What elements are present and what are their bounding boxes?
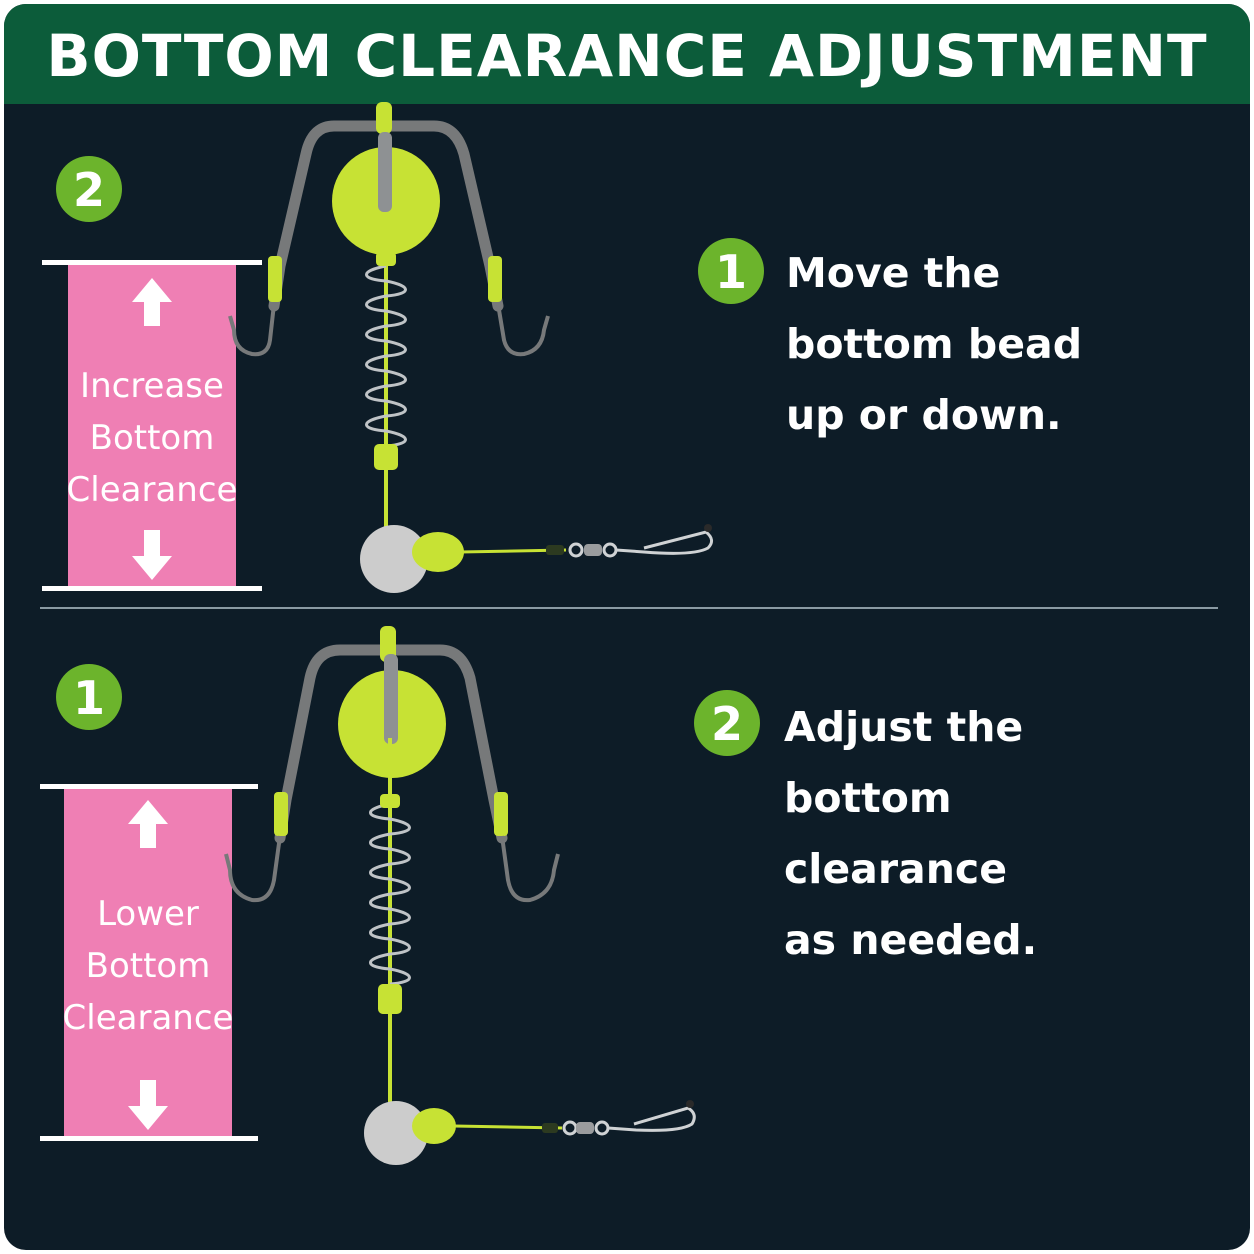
page-title: BOTTOM CLEARANCE ADJUSTMENT bbox=[46, 22, 1208, 90]
arrow-down-icon bbox=[132, 530, 172, 580]
section-divider bbox=[40, 607, 1218, 609]
step-line: Move the bbox=[786, 249, 1001, 297]
top-limit-line bbox=[40, 784, 258, 789]
panel-line: Clearance bbox=[62, 998, 234, 1038]
step-line: bottom bbox=[784, 774, 952, 822]
step-one-badge: 1 bbox=[698, 238, 764, 304]
top-limit-line bbox=[42, 260, 262, 265]
step-line: as needed. bbox=[784, 916, 1038, 964]
step-line: bottom bead bbox=[786, 320, 1083, 368]
title-banner: BOTTOM CLEARANCE ADJUSTMENT bbox=[4, 4, 1250, 104]
bottom-step-badge: 1 bbox=[56, 664, 122, 730]
panel-line: Lower bbox=[97, 894, 199, 934]
panel-line: Clearance bbox=[66, 470, 238, 510]
top-step-badge: 2 bbox=[56, 156, 122, 222]
infographic-frame: BOTTOM CLEARANCE ADJUSTMENT 2 Increase B… bbox=[4, 4, 1250, 1250]
panel-line: Bottom bbox=[89, 418, 215, 458]
step-line: up or down. bbox=[786, 391, 1062, 439]
panel-line: Increase bbox=[80, 366, 224, 406]
arrow-down-icon bbox=[128, 1080, 168, 1130]
step-two-badge: 2 bbox=[694, 690, 760, 756]
bottom-limit-line bbox=[40, 1136, 258, 1141]
bottom-limit-line bbox=[42, 586, 262, 591]
bottom-rig bbox=[224, 626, 696, 1165]
panel-line: Bottom bbox=[85, 946, 211, 986]
step-line: clearance bbox=[784, 845, 1008, 893]
step-one-text: Move the bottom bead up or down. bbox=[786, 238, 1206, 451]
increase-clearance-label: Increase Bottom Clearance bbox=[62, 360, 242, 516]
lower-clearance-label: Lower Bottom Clearance bbox=[58, 888, 238, 1044]
arrow-up-icon bbox=[132, 278, 172, 326]
top-rig bbox=[228, 102, 713, 593]
step-two-text: Adjust the bottom clearance as needed. bbox=[784, 692, 1204, 976]
step-line: Adjust the bbox=[784, 703, 1024, 751]
fishing-rig-illustration bbox=[224, 102, 713, 1165]
arrow-up-icon bbox=[128, 800, 168, 848]
